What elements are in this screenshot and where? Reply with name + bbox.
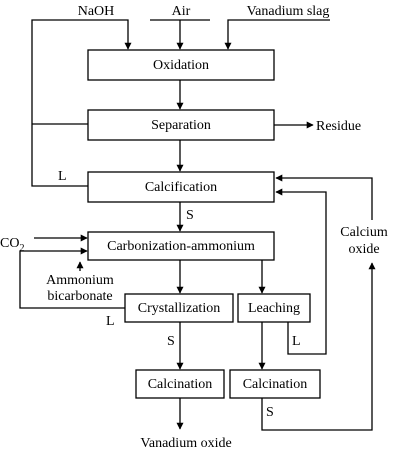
calcium-to-calcification-arrow — [275, 174, 373, 220]
leaching-box — [237, 293, 311, 323]
calcification-label: Calcification — [145, 180, 217, 195]
separation-box — [87, 109, 275, 141]
oxidation-label: Oxidation — [153, 58, 209, 73]
air-label: Air — [172, 4, 191, 19]
calcium-label-line1: Calcium — [340, 225, 388, 240]
leaching-l-label: L — [292, 334, 301, 349]
calcium-label-line2: oxide — [348, 242, 379, 257]
crystallization-label: Crystallization — [138, 301, 220, 316]
vanadium-slag-label: Vanadium slag — [247, 4, 330, 19]
calcification-box — [87, 171, 275, 203]
carbonization-label: Carbonization-ammonium — [107, 239, 255, 254]
calcination-right-box — [229, 369, 321, 399]
leaching-label: Leaching — [248, 301, 300, 316]
ammonium-label-line1: Ammonium — [46, 273, 114, 288]
leaching-recycle-arrow — [275, 188, 327, 355]
crystallization-l-label: L — [106, 314, 115, 329]
calcination-left-label: Calcination — [148, 377, 213, 392]
naoh-arrow — [70, 19, 132, 50]
oxidation-box — [87, 49, 275, 81]
vanadium-slag-arrow — [224, 19, 330, 50]
separation-label: Separation — [151, 118, 211, 133]
crystallization-box — [124, 293, 234, 323]
calcification-l-label: L — [58, 169, 67, 184]
co2-label: CO2 — [0, 236, 24, 254]
calcination-left-box — [135, 369, 225, 399]
ammonium-label-line2: bicarbonate — [47, 289, 112, 304]
crystallization-s-label: S — [167, 334, 175, 349]
calcination-right-label: Calcination — [243, 377, 308, 392]
naoh-label: NaOH — [78, 4, 115, 19]
carbonization-box — [87, 231, 275, 261]
ammonium-recycle-arrow — [19, 247, 125, 309]
calcification-s-label: S — [186, 208, 194, 223]
calcium-oxide-arrow — [261, 262, 376, 431]
residue-label: Residue — [316, 119, 361, 134]
vanadium-oxide-label: Vanadium oxide — [140, 436, 231, 449]
recycle-loop-line — [31, 19, 88, 187]
calcination-s-label: S — [266, 405, 274, 420]
